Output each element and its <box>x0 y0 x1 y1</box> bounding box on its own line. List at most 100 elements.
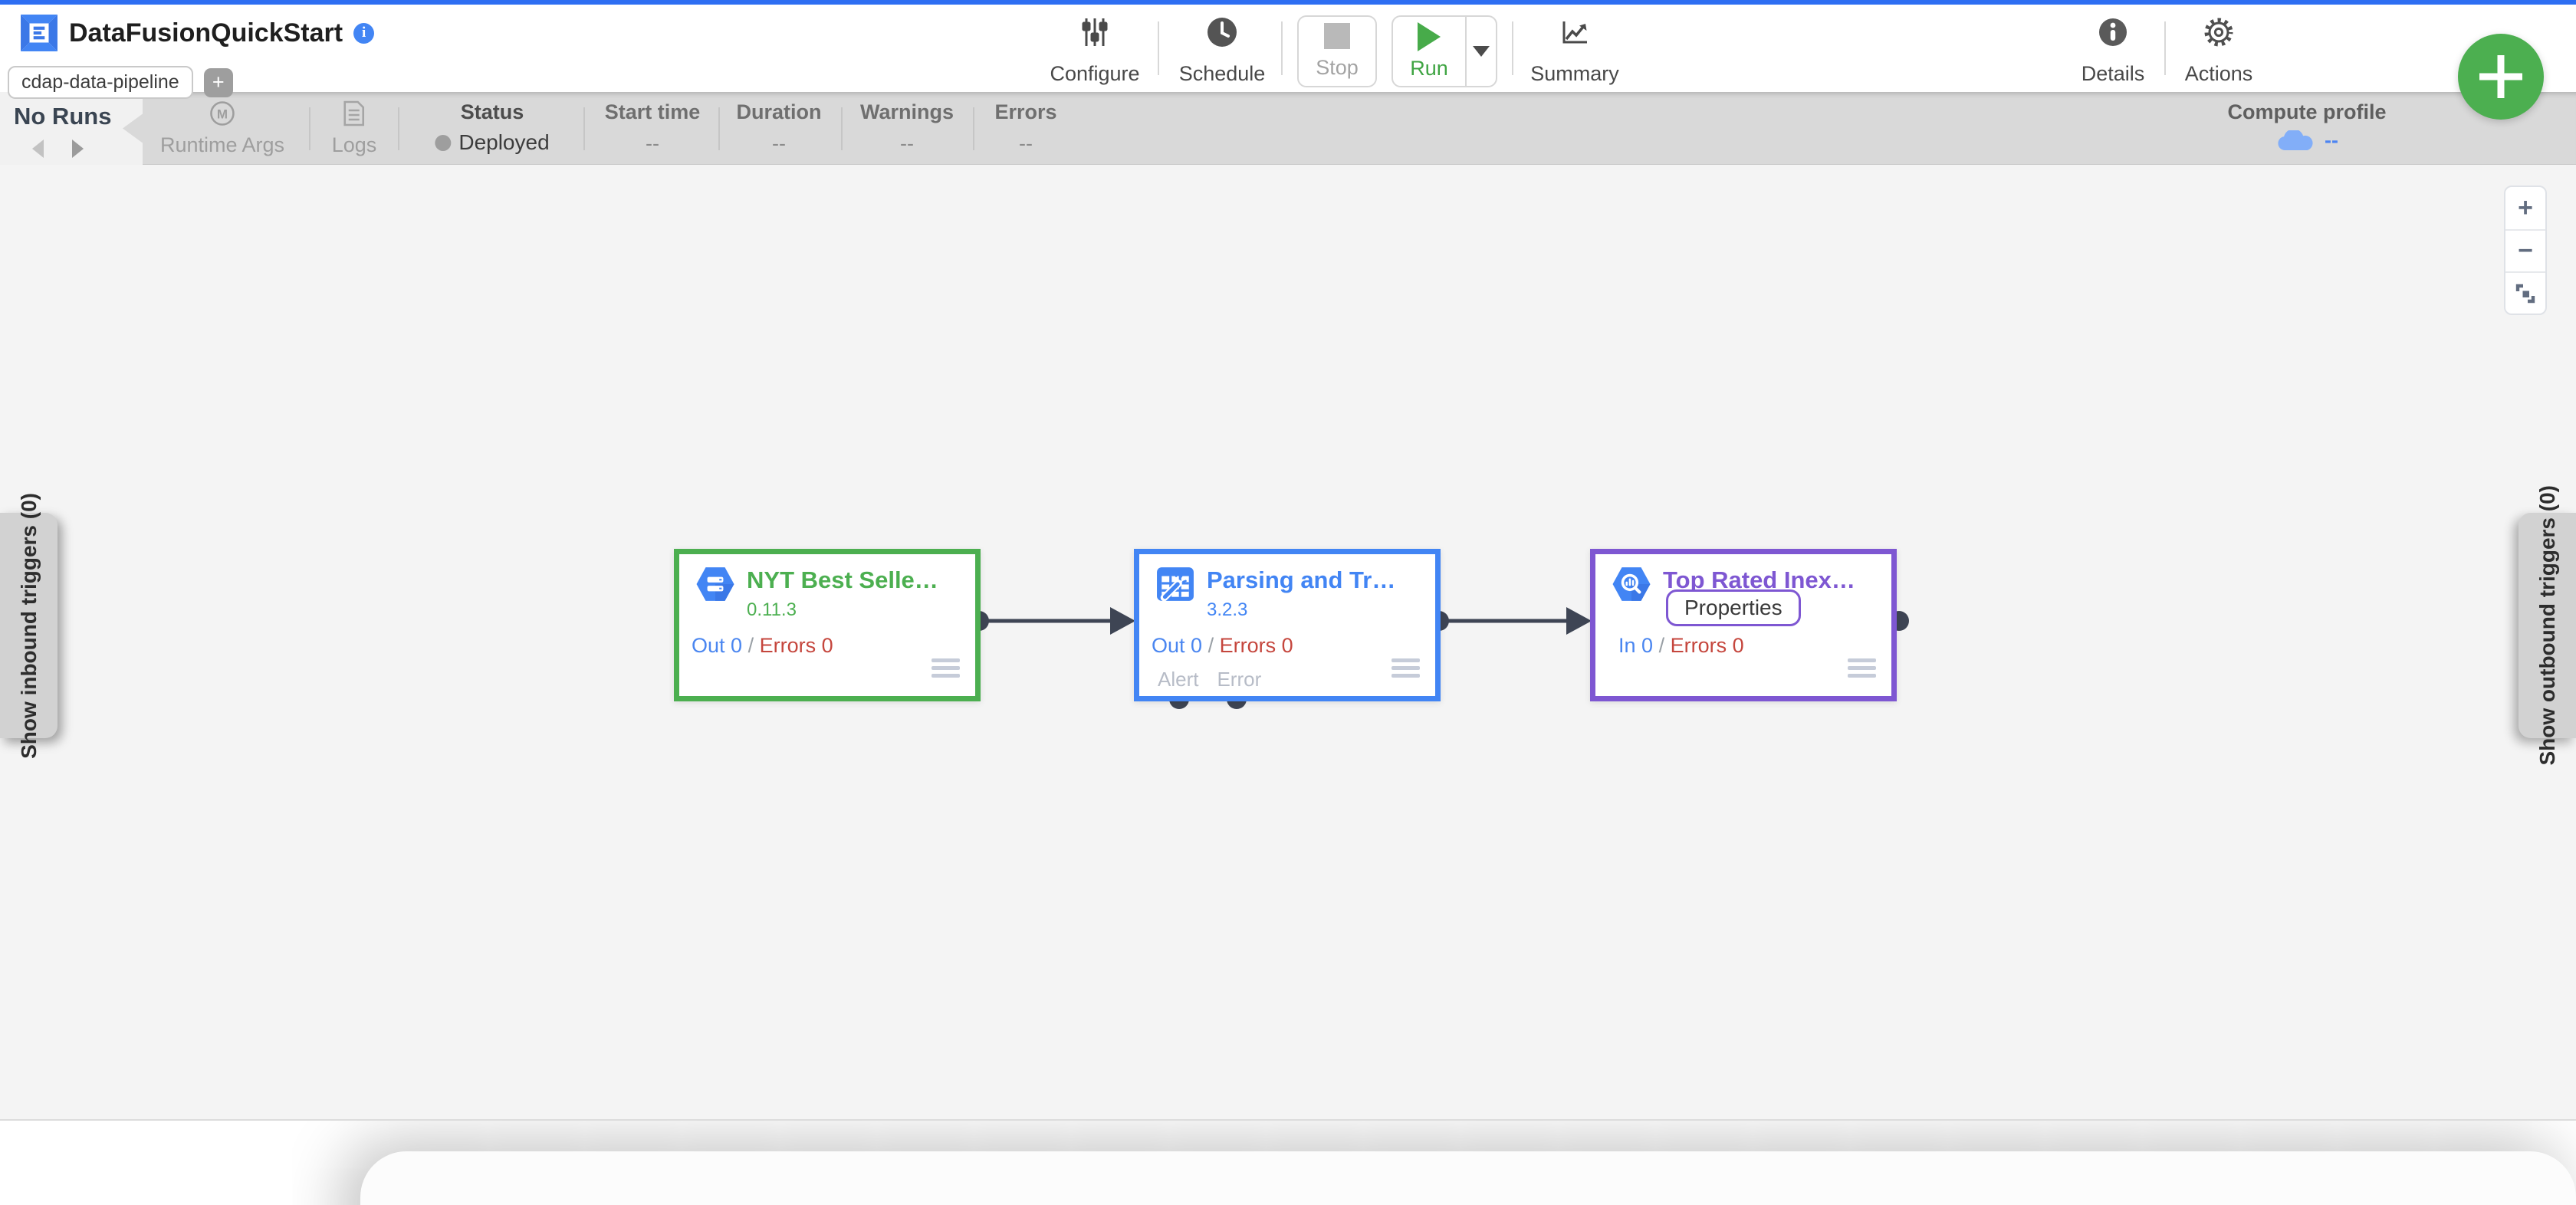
start-time-column: Start time -- <box>605 100 701 156</box>
node-menu-button[interactable] <box>1392 658 1420 678</box>
duration-label: Duration <box>736 100 822 123</box>
fit-to-screen-button[interactable] <box>2505 271 2545 314</box>
duration-value: -- <box>772 132 786 155</box>
node-menu-button[interactable] <box>932 658 960 678</box>
metrics-separator: / <box>1208 634 1214 657</box>
cloud-icon <box>2277 130 2313 150</box>
run-status-bar: No Runs M Runtime Args Logs Status <box>0 92 2576 165</box>
pipeline-type-tag[interactable]: cdap-data-pipeline <box>8 66 193 99</box>
stop-icon <box>1324 23 1350 50</box>
actions-button[interactable]: Actions <box>2173 15 2265 86</box>
wrangler-wand-icon <box>1157 567 1194 602</box>
add-tag-button[interactable]: + <box>203 67 233 97</box>
macro-m-icon: M <box>210 101 235 126</box>
tag-row: cdap-data-pipeline + <box>8 66 233 99</box>
statusbar-separator <box>398 107 399 150</box>
previous-run-arrow[interactable] <box>32 140 44 158</box>
node-version: 0.11.3 <box>747 599 797 620</box>
toolbar-separator <box>1512 21 1513 75</box>
errors-count[interactable]: Errors 0 <box>1670 634 1744 657</box>
start-time-label: Start time <box>604 100 701 123</box>
node-transform[interactable]: Parsing and Tr… 3.2.3 Out 0 / Errors 0 A… <box>1134 549 1441 701</box>
bottom-panel-shadow <box>360 1151 2576 1205</box>
edge-arrowhead-icon <box>1566 607 1592 635</box>
bigquery-hexagon-icon <box>1612 567 1651 601</box>
statusbar-separator <box>583 107 585 150</box>
runtime-args-button[interactable]: M Runtime Args <box>160 100 284 157</box>
node-source[interactable]: NYT Best Selle… 0.11.3 Out 0 / Errors 0 <box>674 549 981 701</box>
node-title: Top Rated Inex… <box>1663 566 1855 593</box>
edge-arrowhead-icon <box>1110 607 1135 635</box>
zoom-out-button[interactable]: − <box>2505 229 2545 271</box>
chart-line-icon <box>1559 15 1590 49</box>
document-icon <box>343 100 365 126</box>
datastore-hexagon-icon <box>696 567 734 601</box>
runtime-args-label: Runtime Args <box>159 133 285 156</box>
statusbar-separator <box>973 107 974 150</box>
top-toolbar: DataFusionQuickStart i cdap-data-pipelin… <box>0 0 2576 99</box>
pipeline-canvas[interactable]: NYT Best Selle… 0.11.3 Out 0 / Errors 0 <box>0 165 2576 1121</box>
svg-text:M: M <box>217 107 228 122</box>
add-entity-fab[interactable] <box>2458 34 2544 120</box>
schedule-button[interactable]: Schedule <box>1168 15 1276 86</box>
outbound-triggers-label: Show outbound triggers (0) <box>2535 485 2559 766</box>
node-metrics: In 0 / Errors 0 <box>1618 634 1744 658</box>
summary-button[interactable]: Summary <box>1521 15 1628 86</box>
play-icon <box>1418 22 1441 51</box>
info-icon <box>2098 15 2128 49</box>
status-label: Status <box>460 100 524 123</box>
start-time-value: -- <box>646 132 659 155</box>
logs-label: Logs <box>331 133 377 156</box>
fit-to-screen-icon <box>2515 284 2535 303</box>
pipeline-info-icon[interactable]: i <box>353 22 375 44</box>
records-in-count[interactable]: In 0 <box>1618 634 1654 657</box>
node-title: Parsing and Tr… <box>1207 566 1396 593</box>
run-options-dropdown[interactable] <box>1467 17 1496 86</box>
next-run-arrow[interactable] <box>72 140 84 158</box>
errors-column: Errors -- <box>994 100 1056 156</box>
node-metrics: Out 0 / Errors 0 <box>1152 634 1293 658</box>
node-sink[interactable]: Top Rated Inex… Properties In 0 / Errors… <box>1590 549 1897 701</box>
logs-button[interactable]: Logs <box>331 100 377 157</box>
node-properties-button[interactable]: Properties <box>1666 589 1801 626</box>
outbound-triggers-tab[interactable]: Show outbound triggers (0) <box>2518 485 2576 766</box>
errors-count[interactable]: Errors 0 <box>1219 634 1293 657</box>
warnings-label: Warnings <box>859 100 955 123</box>
errors-count[interactable]: Errors 0 <box>759 634 833 657</box>
details-button[interactable]: Details <box>2067 15 2159 86</box>
warnings-column: Warnings -- <box>860 100 954 156</box>
gear-icon <box>2203 15 2235 49</box>
status-dot-icon <box>435 134 452 151</box>
stop-button[interactable]: Stop <box>1297 15 1377 87</box>
records-out-count[interactable]: Out 0 <box>1152 634 1203 657</box>
records-out-count[interactable]: Out 0 <box>692 634 743 657</box>
run-button[interactable]: Run <box>1393 17 1467 86</box>
details-label: Details <box>2081 62 2145 85</box>
compute-profile-value: -- <box>2325 129 2338 152</box>
bottom-panel-area <box>0 1121 2576 1205</box>
toolbar-separator <box>2164 21 2166 75</box>
zoom-controls: + − <box>2504 186 2547 315</box>
statusbar-separator <box>718 107 720 150</box>
run-button-group: Run <box>1392 15 1497 87</box>
sliders-icon <box>1080 15 1109 49</box>
statusbar-separator <box>309 107 310 150</box>
run-label: Run <box>1410 57 1448 80</box>
metrics-separator: / <box>1658 634 1665 657</box>
node-menu-button[interactable] <box>1848 658 1876 678</box>
configure-button[interactable]: Configure <box>1041 15 1148 86</box>
statusbar-separator <box>841 107 843 150</box>
runs-carousel: No Runs <box>0 92 143 165</box>
toolbar-separator <box>1158 21 1159 75</box>
compute-profile-label: Compute profile <box>2227 100 2387 123</box>
zoom-in-button[interactable]: + <box>2518 193 2533 222</box>
error-port-label: Error <box>1217 668 1262 691</box>
node-port-labels: Alert Error <box>1158 668 1261 691</box>
status-column: Status Deployed <box>435 100 550 155</box>
pipeline-title: DataFusionQuickStart <box>69 18 343 48</box>
stop-label: Stop <box>1316 55 1359 79</box>
compute-profile[interactable]: Compute profile -- <box>2228 100 2387 153</box>
inbound-triggers-tab[interactable]: Show inbound triggers (0) <box>0 493 58 758</box>
chevron-down-icon <box>1473 46 1490 57</box>
actions-label: Actions <box>2184 62 2253 85</box>
